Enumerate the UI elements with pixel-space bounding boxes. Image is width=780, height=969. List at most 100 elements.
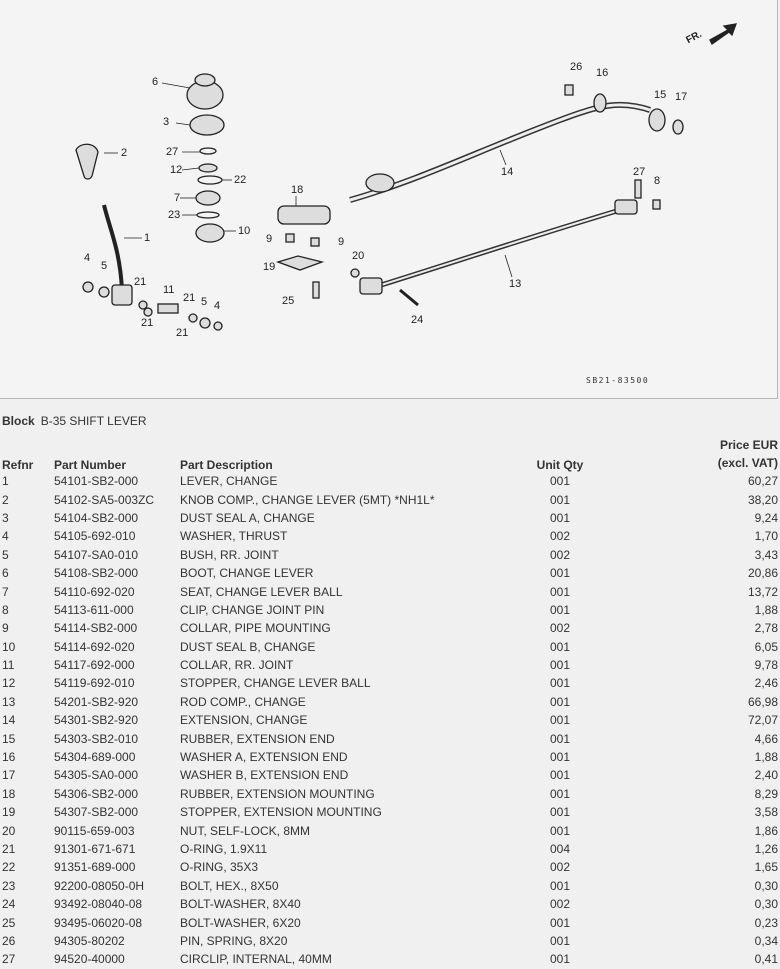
cell-part-number: 54303-SB2-010	[54, 731, 139, 746]
cell-description: NUT, SELF-LOCK, 8MM	[180, 823, 311, 838]
cell-price: 38,20	[747, 492, 778, 507]
cell-description: O-RING, 1.9X11	[180, 842, 268, 856]
cell-part-number: 54104-SB2-000	[54, 510, 139, 525]
cell-part-number: 93492-08040-08	[54, 897, 143, 912]
cell-description: COLLAR, PIPE MOUNTING	[180, 621, 331, 636]
cell-refnr: 20	[2, 823, 16, 838]
callout-2: 2	[121, 147, 128, 159]
cell-qty: 001	[549, 658, 571, 673]
callout-5b: 5	[201, 296, 208, 308]
cell-refnr: 2	[2, 492, 9, 507]
cell-refnr: 18	[2, 786, 16, 801]
cell-description: BUSH, RR. JOINT	[180, 547, 279, 562]
cell-part-number: 54301-SB2-920	[54, 713, 139, 728]
cell-description: CLIP, CHANGE JOINT PIN	[180, 602, 325, 617]
cell-refnr: 17	[2, 768, 16, 783]
cell-price: 4,66	[754, 731, 778, 746]
cell-qty: 001	[549, 786, 571, 801]
cell-description: RUBBER, EXTENSION MOUNTING	[180, 786, 375, 801]
cell-description: LEVER, CHANGE	[180, 474, 278, 489]
cell-description: WASHER A, EXTENSION END	[180, 750, 348, 765]
cell-refnr: 14	[2, 713, 16, 728]
cell-price: 9,78	[754, 658, 778, 673]
cell-qty: 002	[549, 621, 571, 636]
cell-part-number: 54108-SB2-000	[54, 566, 139, 581]
callout-16: 16	[596, 67, 609, 79]
cell-description: STOPPER, CHANGE LEVER BALL	[180, 676, 371, 691]
cell-refnr: 11	[2, 658, 15, 673]
cell-price: 60,27	[747, 474, 778, 489]
cell-refnr: 16	[2, 750, 16, 765]
cell-part-number: 54306-SB2-000	[54, 786, 139, 801]
cell-price: 2,40	[754, 768, 778, 783]
cell-qty: 001	[549, 713, 571, 728]
callout-24: 25	[282, 295, 295, 307]
cell-qty: 002	[549, 860, 571, 875]
cell-description: WASHER, THRUST	[180, 529, 288, 544]
cell-price: 0,41	[754, 952, 778, 967]
cell-part-number: 54102-SA5-003ZC	[54, 492, 155, 507]
callout-21: 21	[134, 276, 147, 288]
diagram-code: SB21-83500	[586, 376, 650, 385]
cell-description: COLLAR, RR. JOINT	[180, 658, 294, 673]
cell-part-number: 90115-659-003	[54, 823, 135, 838]
cell-refnr: 25	[2, 915, 16, 930]
callout-20: 20	[352, 250, 365, 262]
callout-4: 4	[84, 252, 91, 264]
cell-part-number: 54105-692-010	[54, 529, 136, 544]
cell-part-number: 54304-689-000	[54, 750, 136, 765]
cell-refnr: 15	[2, 731, 16, 746]
cell-qty: 001	[549, 584, 571, 599]
cell-price: 1,65	[754, 860, 778, 875]
cell-part-number: 54114-692-020	[54, 639, 135, 654]
cell-price: 13,72	[747, 584, 778, 599]
cell-refnr: 3	[2, 510, 9, 525]
callout-11: 11	[163, 284, 175, 296]
header-refnr: Refnr	[2, 458, 34, 472]
callout-21b: 21	[141, 317, 154, 329]
cell-refnr: 6	[2, 566, 9, 581]
cell-price: 0,30	[754, 897, 778, 912]
cell-refnr: 19	[2, 805, 16, 820]
cell-qty: 001	[549, 768, 571, 783]
callout-5: 5	[101, 260, 108, 272]
callout-9: 9	[266, 233, 273, 245]
callout-21d: 21	[176, 327, 189, 339]
cell-refnr: 27	[2, 952, 16, 967]
cell-refnr: 5	[2, 547, 9, 562]
cell-qty: 001	[549, 492, 571, 507]
cell-refnr: 4	[2, 529, 9, 544]
cell-part-number: 54201-SB2-920	[54, 694, 139, 709]
table-row[interactable]: 18 54306-SB2-000 RUBBER, EXTENSION MOUNTIN…	[0, 785, 780, 803]
cell-qty: 001	[549, 823, 571, 838]
callout-4b: 4	[214, 300, 221, 312]
cell-price: 66,98	[747, 694, 778, 709]
cell-part-number: 94305-80202	[54, 933, 125, 948]
